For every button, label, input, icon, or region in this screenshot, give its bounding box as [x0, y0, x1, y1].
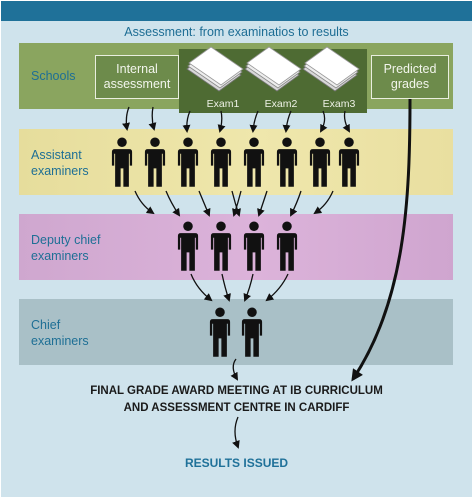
exam-label-3: Exam3 — [323, 98, 356, 110]
deputy-chief-examiners-band: Deputy chief examiners — [19, 214, 453, 280]
final-meeting-line-1: FINAL GRADE AWARD MEETING AT IB CURRICUL… — [90, 385, 383, 397]
person-icon — [243, 137, 265, 187]
chief-label-line-2: examiners — [31, 334, 89, 348]
person-icon — [210, 221, 232, 271]
internal-assessment-box: Internal assessment — [95, 55, 179, 99]
arrows-to-deputies — [134, 190, 334, 217]
assistant-label-line-2: examiners — [31, 164, 89, 178]
exam-label-1: Exam1 — [207, 98, 240, 110]
arrow-to-results — [232, 416, 240, 449]
person-icon — [210, 137, 232, 187]
person-icon — [276, 137, 298, 187]
chief-examiners-label: Chief examiners — [31, 317, 89, 349]
chief-examiners-band: Chief examiners — [19, 299, 453, 365]
person-icon — [241, 307, 263, 357]
assistant-examiners-band: Assistant examiners — [19, 129, 453, 195]
results-issued: RESULTS ISSUED — [184, 456, 289, 470]
header-bar — [1, 1, 472, 21]
arrows-to-chiefs — [190, 273, 289, 302]
exam-paper-stack — [186, 46, 244, 92]
person-icon — [209, 307, 231, 357]
predicted-grades-line-1: Predicted — [383, 62, 437, 76]
deputy-label-line-2: examiners — [31, 249, 89, 263]
internal-assessment-line-1: Internal — [116, 62, 158, 76]
person-icon — [309, 137, 331, 187]
internal-assessment-line-2: assessment — [103, 77, 171, 91]
predicted-grades-line-2: grades — [390, 77, 430, 91]
deputy-label-line-1: Deputy chief — [31, 233, 101, 247]
exam-label-2: Exam2 — [265, 98, 298, 110]
assistant-examiners-label: Assistant examiners — [31, 147, 89, 179]
person-icon — [177, 221, 199, 271]
chief-examiners-group — [209, 307, 263, 357]
diagram-title: Assessment: from examinatios to results — [124, 25, 349, 39]
person-icon — [144, 137, 166, 187]
predicted-grades-box: Predicted grades — [371, 55, 449, 99]
exam-paper-stack — [244, 46, 302, 92]
person-icon — [276, 221, 298, 271]
arrows-to-assistants — [122, 106, 350, 133]
deputy-chief-examiners-label: Deputy chief examiners — [31, 232, 100, 264]
predicted-grades-arrow — [351, 98, 412, 382]
schools-label: Schools — [31, 69, 76, 83]
final-meeting-line-2: AND ASSESSMENT CENTRE IN CARDIFF — [123, 402, 350, 414]
deputy-chief-examiners-group — [177, 221, 298, 271]
person-icon — [177, 137, 199, 187]
exam-paper-stack — [302, 46, 360, 92]
assistant-label-line-1: Assistant — [31, 148, 82, 162]
arrow-to-final-meeting — [230, 358, 239, 381]
assistant-examiners-group — [111, 137, 360, 187]
chief-label-line-1: Chief — [31, 318, 61, 332]
person-icon — [111, 137, 133, 187]
person-icon — [243, 221, 265, 271]
person-icon — [338, 137, 360, 187]
